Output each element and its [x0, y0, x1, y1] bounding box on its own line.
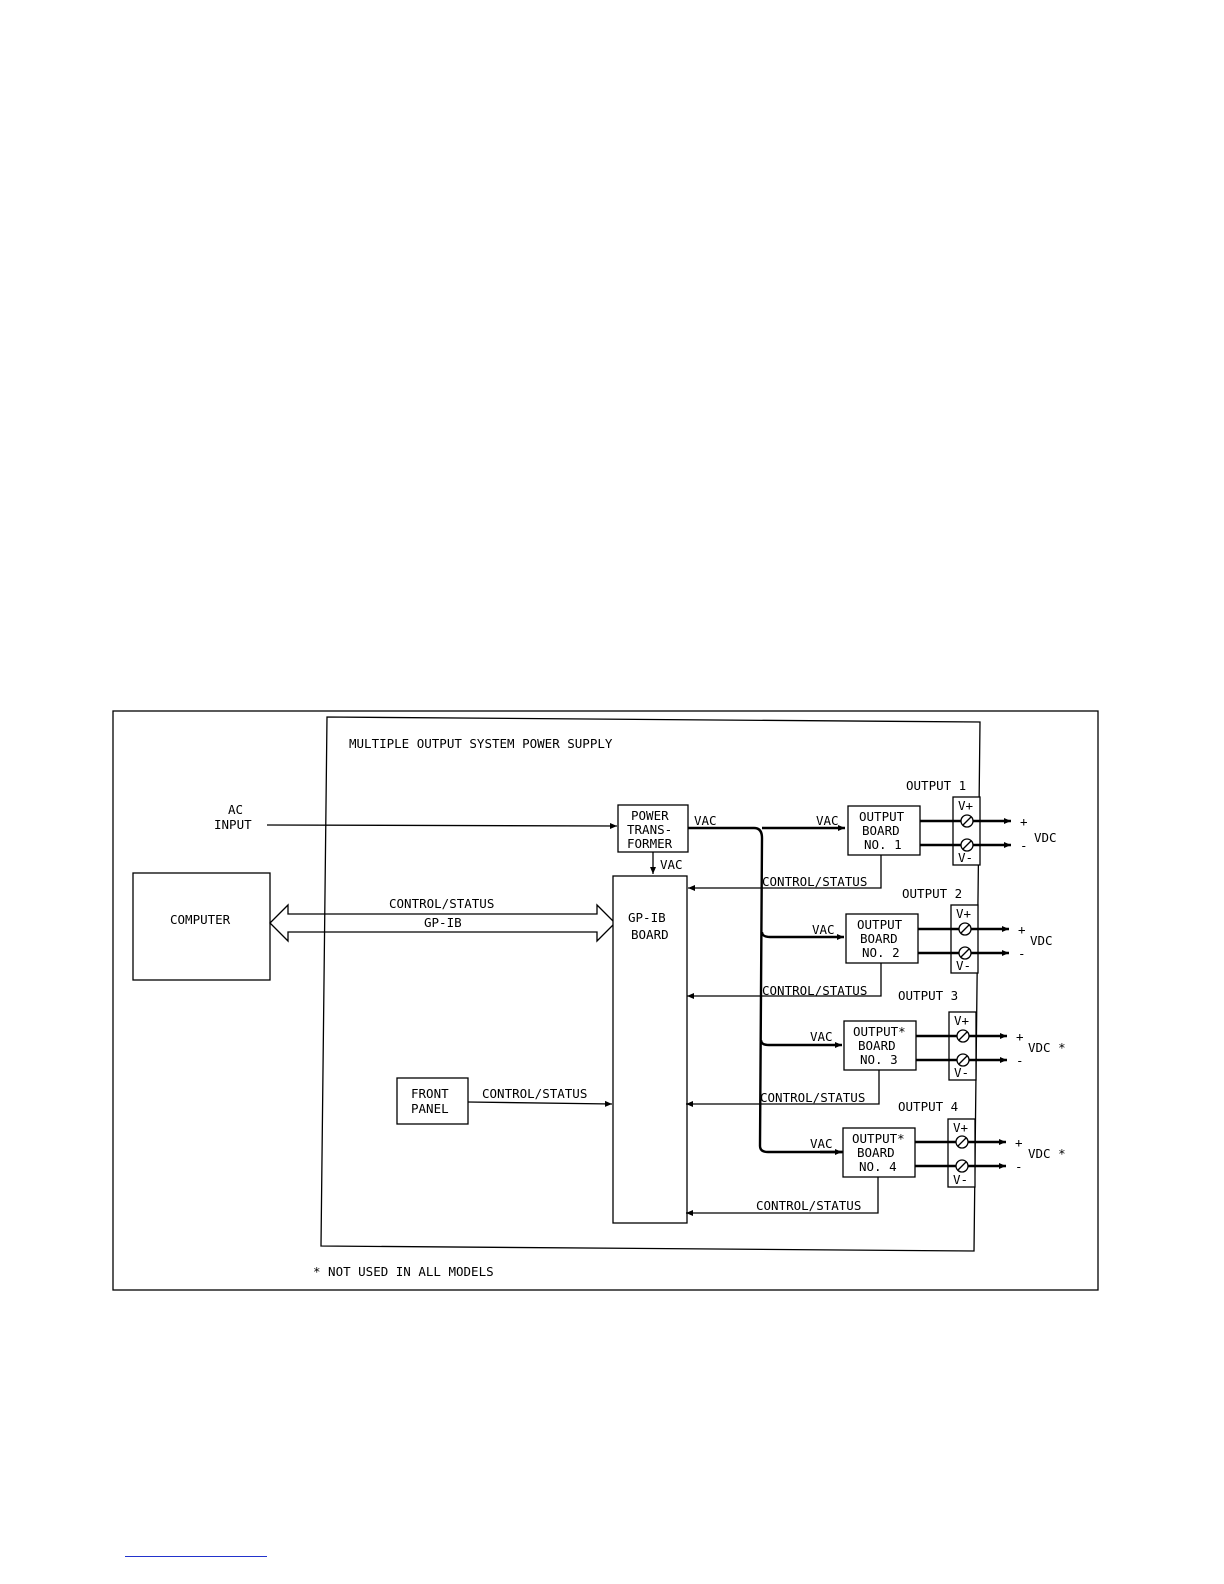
terminal-block-2 — [950, 904, 979, 974]
screw-slash-icon — [958, 1055, 968, 1065]
figure-frame — [112, 710, 1099, 1291]
screw-slash-icon — [960, 924, 970, 934]
screw-slash-icon — [958, 1031, 968, 1041]
control-status-label-3: CONTROL/STATUS — [760, 1090, 865, 1105]
terminal-block-4 — [947, 1118, 976, 1188]
terminal-block-1 — [952, 796, 981, 866]
vac-distribution-bus — [688, 826, 846, 1154]
output-board-1-label-3: NO. 1 — [864, 837, 902, 852]
terminal-3-pos-label: V+ — [954, 1013, 969, 1028]
output-3-minus: - — [1016, 1053, 1024, 1068]
screw-slash-icon — [957, 1137, 967, 1147]
terminal-1-neg-label: V- — [958, 850, 973, 865]
output-board-2-label-1: OUTPUT — [857, 917, 903, 932]
bus-label-bottom: GP-IB — [424, 915, 462, 930]
output-group-1: OUTPUT 1 OUTPUT BOARD NO. 1 V+ V- + - VD… — [688, 778, 1057, 891]
output-board-2-box — [845, 913, 919, 964]
vac-label-board-4: VAC — [810, 1136, 833, 1151]
terminal-2-neg-label: V- — [956, 958, 971, 973]
output-1-minus: - — [1020, 838, 1028, 853]
control-status-label-1: CONTROL/STATUS — [762, 874, 867, 889]
system-enclosure — [320, 716, 981, 1252]
output-2-vdc: VDC — [1030, 933, 1053, 948]
control-status-line-4 — [686, 1177, 879, 1216]
output-board-1-box — [847, 805, 921, 856]
output-4-plus: + — [1015, 1135, 1023, 1150]
control-status-label-2: CONTROL/STATUS — [762, 983, 867, 998]
front-panel-box — [396, 1077, 469, 1125]
control-status-line-2 — [687, 963, 882, 999]
footnote: * NOT USED IN ALL MODELS — [313, 1264, 494, 1279]
output-group-4: OUTPUT 4 OUTPUT* BOARD NO. 4 V+ V- + - V… — [686, 1099, 1066, 1216]
computer-label: COMPUTER — [170, 912, 231, 927]
output-4-minus: - — [1015, 1159, 1023, 1174]
output-2-minus: - — [1018, 946, 1026, 961]
gpib-board-label-1: GP-IB — [628, 910, 666, 925]
control-status-label-4: CONTROL/STATUS — [756, 1198, 861, 1213]
vac-feed-board-3 — [759, 1039, 842, 1048]
terminal-1-pos-label: V+ — [958, 798, 973, 813]
vac-label-transformer-out: VAC — [694, 813, 717, 828]
output-board-3-box — [843, 1020, 917, 1071]
output-3-header: OUTPUT 3 — [898, 988, 958, 1003]
screw-slash-icon — [957, 1161, 967, 1171]
gpib-board-label-2: BOARD — [631, 927, 669, 942]
output-board-3-label-3: NO. 3 — [860, 1052, 898, 1067]
screw-slash-icon — [960, 948, 970, 958]
front-panel-link-line — [467, 1100, 613, 1107]
output-1-plus: + — [1020, 814, 1028, 829]
vac-label-board-1: VAC — [816, 813, 839, 828]
computer-box — [132, 872, 271, 981]
terminal-2-pos-label: V+ — [956, 906, 971, 921]
output-3-plus: + — [1016, 1029, 1024, 1044]
ac-input-label-line1: AC — [228, 802, 243, 817]
transformer-label-1: POWER — [631, 808, 669, 823]
screw-slash-icon — [962, 840, 972, 850]
screw-slash-icon — [962, 816, 972, 826]
output-board-4-label-2: BOARD — [857, 1145, 895, 1160]
front-panel-label-1: FRONT — [411, 1086, 449, 1101]
front-panel-link-label: CONTROL/STATUS — [482, 1086, 587, 1101]
vac-label-transformer-down: VAC — [660, 857, 683, 872]
output-board-4-label-3: NO. 4 — [859, 1159, 897, 1174]
ac-input-line — [266, 822, 618, 829]
terminal-block-3 — [948, 1011, 977, 1081]
output-2-plus: + — [1018, 922, 1026, 937]
output-group-3: OUTPUT 3 OUTPUT* BOARD NO. 3 V+ V- + - V… — [686, 988, 1066, 1107]
output-3-vdc: VDC * — [1028, 1040, 1066, 1055]
terminal-4-pos-label: V+ — [953, 1120, 968, 1135]
footer-rule — [125, 1556, 267, 1557]
transformer-label-2: TRANS- — [627, 822, 672, 837]
vac-label-board-3: VAC — [810, 1029, 833, 1044]
vac-label-board-2: VAC — [812, 922, 835, 937]
output-board-4-label-1: OUTPUT* — [852, 1131, 905, 1146]
output-board-3-label-1: OUTPUT* — [853, 1024, 906, 1039]
bus-label-top: CONTROL/STATUS — [389, 896, 494, 911]
output-group-2: OUTPUT 2 OUTPUT BOARD NO. 2 V+ V- + - VD… — [687, 886, 1053, 999]
diagram-title: MULTIPLE OUTPUT SYSTEM POWER SUPPLY — [349, 736, 613, 751]
front-panel-label-2: PANEL — [411, 1101, 449, 1116]
gpib-board-box — [612, 875, 688, 1224]
output-board-1-label-2: BOARD — [862, 823, 900, 838]
terminal-3-neg-label: V- — [954, 1065, 969, 1080]
output-2-header: OUTPUT 2 — [902, 886, 962, 901]
output-1-header: OUTPUT 1 — [906, 778, 966, 793]
output-board-1-label-1: OUTPUT — [859, 809, 905, 824]
transformer-label-3: FORMER — [627, 836, 673, 851]
control-status-line-3 — [686, 1070, 880, 1107]
output-board-2-label-2: BOARD — [860, 931, 898, 946]
output-board-3-label-2: BOARD — [858, 1038, 896, 1053]
output-board-4-box — [842, 1127, 916, 1178]
output-board-2-label-3: NO. 2 — [862, 945, 900, 960]
vac-feed-board-2 — [760, 931, 844, 940]
ac-input-label-line2: INPUT — [214, 817, 252, 832]
output-4-vdc: VDC * — [1028, 1146, 1066, 1161]
output-4-header: OUTPUT 4 — [898, 1099, 958, 1114]
terminal-4-neg-label: V- — [953, 1172, 968, 1187]
control-status-line-1 — [688, 855, 882, 891]
output-1-vdc: VDC — [1034, 830, 1057, 845]
